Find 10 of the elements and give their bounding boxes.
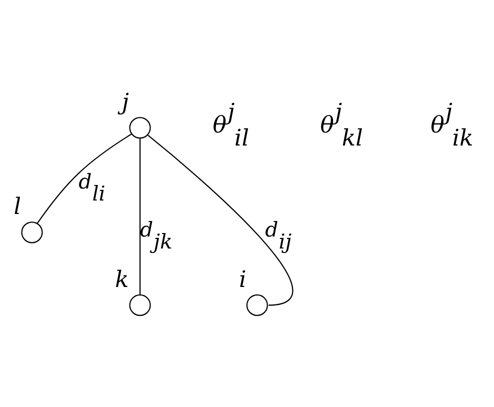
node-circle (20, 221, 42, 243)
connector (36, 133, 132, 224)
node-label: l (13, 194, 21, 220)
node-circle (128, 116, 150, 138)
connector (147, 134, 292, 306)
node-label: i (238, 266, 246, 293)
node-circle (246, 294, 268, 316)
node-label: k (114, 266, 128, 293)
node-circle (128, 294, 150, 316)
connector (138, 138, 140, 294)
